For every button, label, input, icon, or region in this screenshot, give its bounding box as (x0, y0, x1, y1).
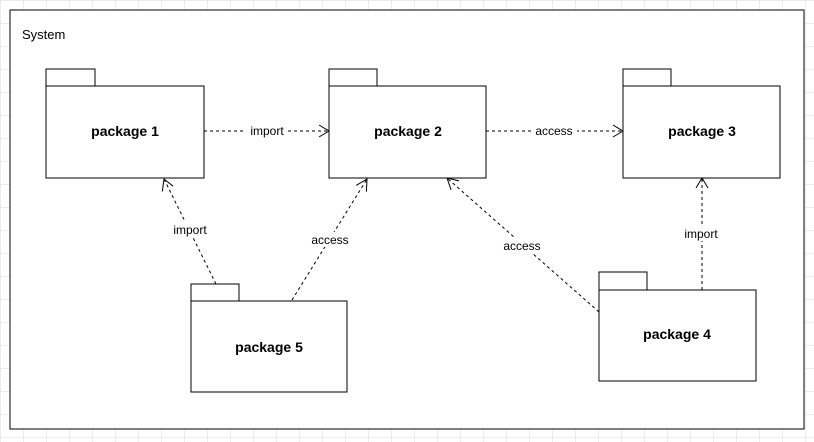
package-tab (190, 283, 240, 302)
edge-label: access (503, 239, 540, 253)
package-label: package 2 (374, 123, 442, 139)
package-body (45, 85, 205, 179)
edge-label-bg (168, 222, 212, 237)
package-tab (622, 68, 672, 87)
edge-label: import (684, 227, 718, 241)
edge-package4-to-package2[interactable]: access (446, 177, 600, 313)
edge-label-bg (498, 238, 546, 253)
edge-line (163, 178, 217, 285)
edge-label-bg (307, 232, 353, 247)
package-body (190, 300, 348, 393)
edge-label: access (535, 124, 572, 138)
package-label: package 3 (668, 123, 736, 139)
package-tab (45, 68, 96, 87)
package-label: package 1 (91, 123, 159, 139)
package-4[interactable]: package 4 (598, 271, 757, 382)
package-body (598, 289, 757, 382)
edge-label-bg (531, 123, 577, 138)
edge-label: access (311, 233, 348, 247)
package-label: package 4 (643, 326, 711, 342)
package-tab (328, 68, 378, 87)
package-1[interactable]: package 1 (45, 68, 205, 179)
package-tab (598, 271, 648, 291)
arrowhead-icon (355, 178, 368, 192)
package-3[interactable]: package 3 (622, 68, 781, 179)
package-body (622, 85, 781, 179)
package-5[interactable]: package 5 (190, 283, 348, 393)
package-body (328, 85, 487, 179)
edge-package4-to-package3[interactable]: import (679, 177, 725, 290)
edge-package1-to-package2[interactable]: import (204, 123, 330, 138)
arrowhead-icon (161, 178, 174, 192)
edge-line (446, 177, 600, 313)
edge-label-bg (679, 226, 725, 241)
edge-package5-to-package2[interactable]: access (291, 178, 368, 301)
system-label: System (22, 27, 65, 42)
edge-label: import (250, 124, 284, 138)
edge-label: import (173, 223, 207, 237)
edge-label-bg (246, 123, 288, 138)
edge-package5-to-package1[interactable]: import (161, 178, 217, 285)
package-2[interactable]: package 2 (328, 68, 487, 179)
package-label: package 5 (235, 339, 303, 355)
